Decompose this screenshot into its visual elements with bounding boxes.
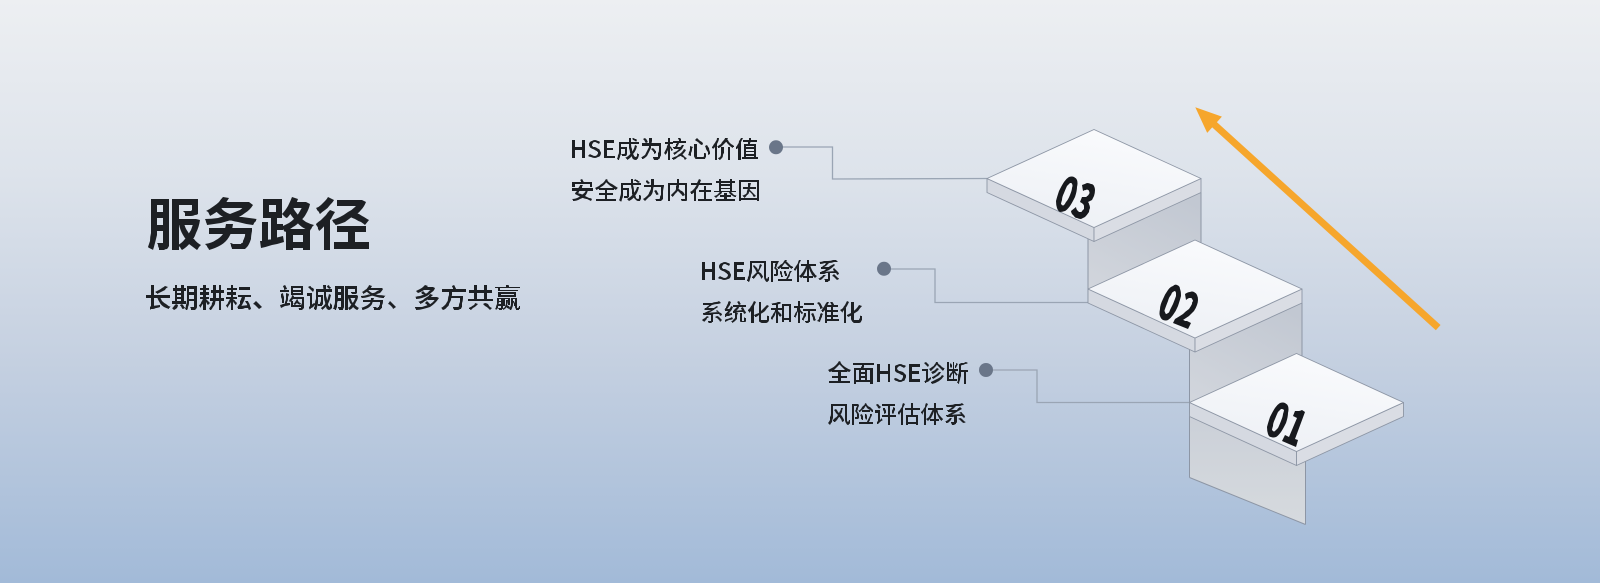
step-wall-bottom-edge xyxy=(1189,477,1306,525)
step-block-02 xyxy=(1087,239,1303,414)
step-top-face xyxy=(1087,239,1303,339)
step-number xyxy=(1056,176,1095,219)
step-block-03 xyxy=(986,129,1202,303)
callout-1 xyxy=(572,138,988,202)
callout-text-line2 xyxy=(702,301,862,323)
callout-connector-line xyxy=(986,369,1190,404)
callout-text-line1 xyxy=(828,361,968,384)
step-block-01 xyxy=(1189,353,1404,525)
step-wall xyxy=(1088,192,1201,297)
callout-text-line1 xyxy=(702,260,839,282)
growth-arrow xyxy=(1195,107,1441,331)
callout-3 xyxy=(828,361,1190,425)
arrow-shaft xyxy=(1209,119,1441,331)
callout-text-line2 xyxy=(828,403,966,425)
step-top-face xyxy=(1189,353,1404,452)
page-subtitle xyxy=(146,285,520,310)
step-top-face xyxy=(986,129,1202,228)
callout-dot xyxy=(877,261,891,276)
title-block xyxy=(146,197,520,310)
step-wall xyxy=(1189,303,1302,408)
callout-2 xyxy=(702,260,1088,323)
callout-text-line2 xyxy=(572,179,759,202)
step-wall xyxy=(1189,416,1306,525)
staircase-diagram xyxy=(986,129,1404,525)
callout-dot xyxy=(769,140,783,155)
callout-dot xyxy=(979,363,993,377)
arrow-head-icon xyxy=(1195,107,1222,133)
callout-connector-line xyxy=(776,146,988,180)
step-number xyxy=(1159,284,1198,329)
callout-connector-line xyxy=(884,268,1088,304)
page-title xyxy=(148,197,369,250)
step-number xyxy=(1267,402,1305,447)
callout-text-line1 xyxy=(572,138,758,160)
